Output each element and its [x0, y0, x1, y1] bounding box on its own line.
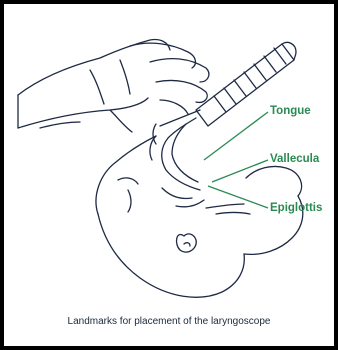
- figure-caption: Landmarks for placement of the laryngosc…: [16, 316, 322, 327]
- vallecula-leader-line: [212, 160, 268, 182]
- vallecula-label: Vallecula: [270, 154, 319, 166]
- leader-lines: [204, 112, 268, 208]
- tongue-label: Tongue: [270, 106, 311, 118]
- epiglottis-label: Epiglottis: [270, 203, 322, 215]
- laryngoscope-blade: [153, 110, 200, 190]
- frame-border: [2, 2, 336, 348]
- tongue-leader-line: [204, 112, 268, 160]
